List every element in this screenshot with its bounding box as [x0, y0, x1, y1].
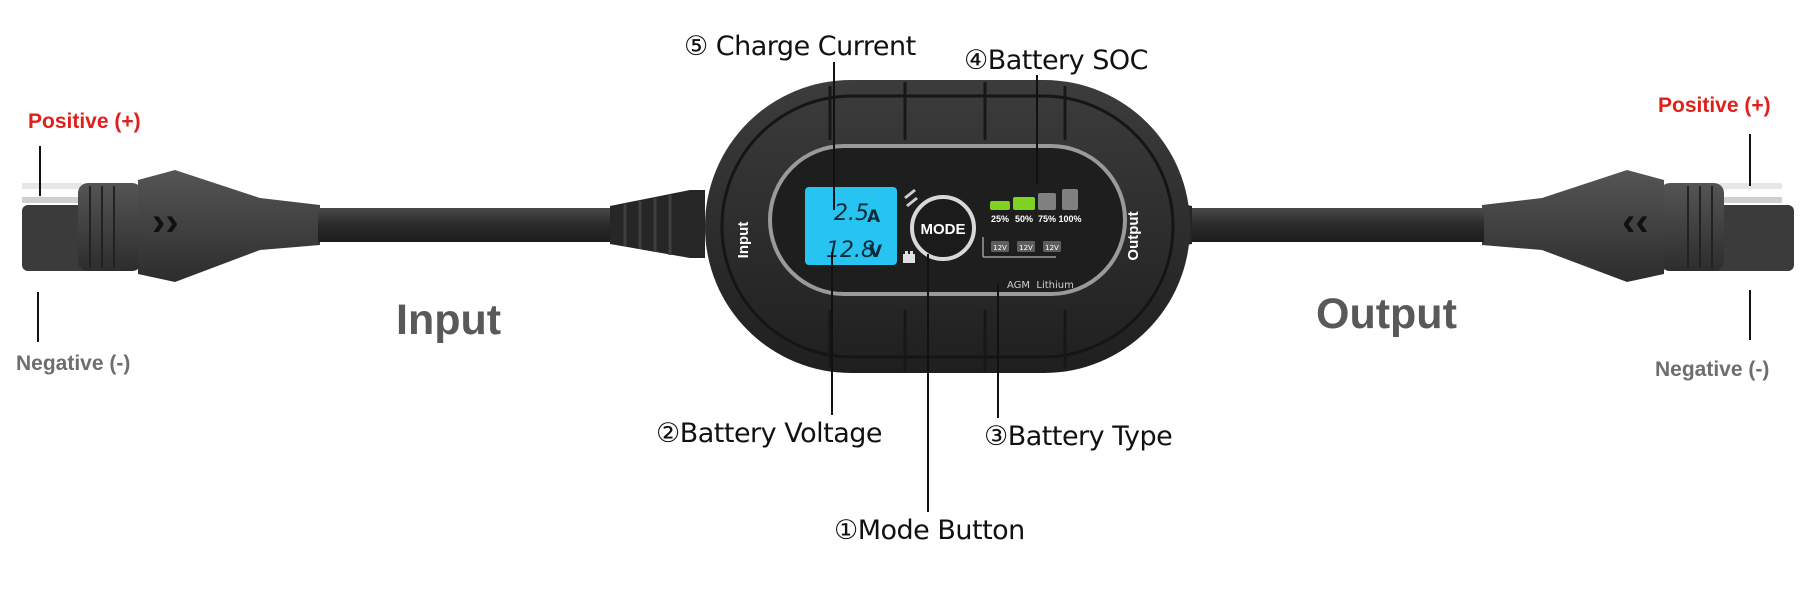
lcd-current-unit: A — [867, 207, 881, 227]
right-plug-collar — [1660, 183, 1724, 271]
lcd-screen — [805, 187, 897, 265]
battery-type-chip-group: 12V 12V 12V — [991, 241, 1061, 252]
left-positive-label: Positive (+) — [28, 110, 141, 133]
lcd-current: 2.5 — [834, 201, 869, 226]
soc-bar-group: 25% 50% 75%100% — [990, 189, 1082, 224]
right-plug-housing — [1482, 170, 1664, 282]
battery-type-chip-label-1: 12V — [993, 244, 1007, 252]
lcd-voltage: 12.8 — [826, 238, 875, 263]
charging-icon — [904, 189, 918, 207]
right-cable — [1184, 208, 1484, 242]
lcd-voltage-unit: V — [869, 242, 883, 262]
battery-icon — [903, 254, 915, 263]
input-side-label: Input — [396, 296, 502, 344]
right-direction-arrows: ‹‹ — [1622, 200, 1649, 244]
output-side-label: Output — [1316, 290, 1457, 338]
battery-types-text: AGM Lithium — [1007, 280, 1074, 291]
right-positive-label: Positive (+) — [1658, 94, 1771, 117]
callout-charge-current: ⑤ Charge Current — [684, 31, 916, 62]
battery-type-chip-label-2: 12V — [1019, 244, 1033, 252]
left-direction-arrows: ›› — [152, 200, 179, 244]
mode-button[interactable] — [910, 195, 976, 261]
soc-label-1: 25% — [991, 214, 1009, 224]
soc-label-2: 50% — [1015, 214, 1033, 224]
callout-battery-type: ③Battery Type — [984, 421, 1173, 452]
callout-mode-button: ①Mode Button — [834, 515, 1025, 546]
battery-type-chip-3 — [1043, 241, 1061, 252]
battery-type-chip-1 — [991, 241, 1009, 252]
body-input-text: Input — [735, 222, 752, 259]
soc-bar-2 — [1013, 197, 1035, 210]
battery-type-chip-2 — [1017, 241, 1035, 252]
left-connector — [22, 146, 705, 342]
soc-bar-3 — [1038, 193, 1056, 210]
left-strain-relief — [610, 190, 705, 258]
left-pin-bottom — [22, 197, 82, 203]
battery-type-chip-label-3: 12V — [1045, 244, 1059, 252]
left-plug-collar — [78, 183, 142, 271]
left-negative-label: Negative (-) — [16, 352, 131, 375]
left-sae-plug — [22, 205, 92, 271]
soc-label-4: 100% — [1058, 214, 1081, 224]
mode-button-label: MODE — [921, 221, 966, 238]
soc-bar-1 — [990, 201, 1010, 210]
body-output-text: Output — [1125, 211, 1142, 260]
callout-battery-soc: ④Battery SOC — [964, 45, 1148, 76]
right-pin-bottom — [1720, 197, 1782, 203]
left-plug-housing — [138, 170, 320, 282]
right-negative-label: Negative (-) — [1655, 358, 1770, 381]
soc-label-3: 75% — [1038, 214, 1056, 224]
left-pin-top — [22, 183, 82, 189]
soc-bar-4 — [1062, 189, 1078, 210]
right-sae-plug — [1710, 205, 1794, 271]
callout-battery-voltage: ②Battery Voltage — [656, 418, 883, 449]
left-cable — [318, 208, 618, 242]
